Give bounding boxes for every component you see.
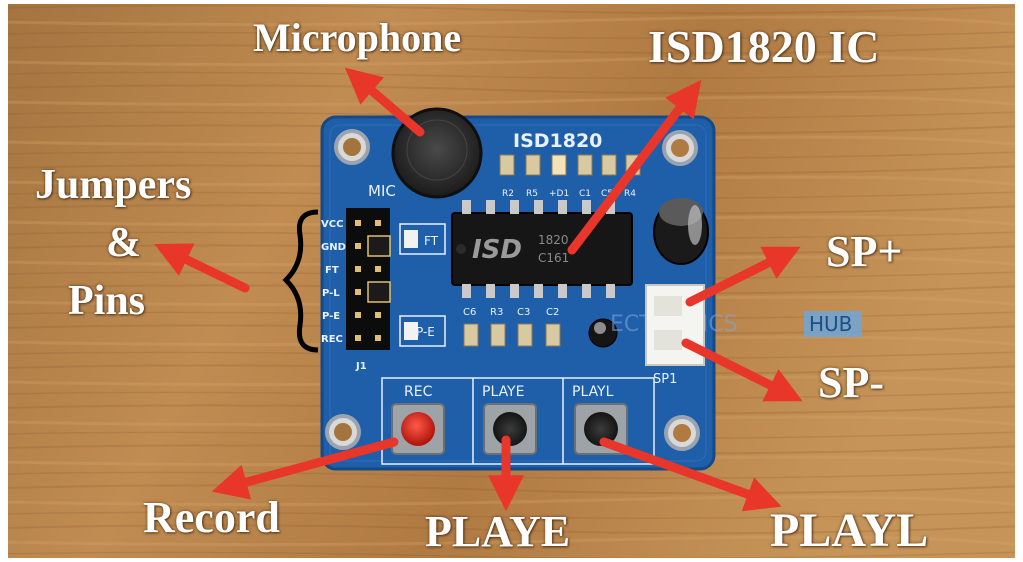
rec-button-cap — [401, 412, 435, 446]
isd1820-ic-label: ISD1820 IC — [648, 21, 880, 72]
svg-text:C6: C6 — [463, 307, 476, 318]
svg-text:C161: C161 — [538, 251, 569, 265]
playe-label: PLAYE — [425, 507, 571, 556]
svg-text:REC: REC — [321, 334, 343, 345]
svg-text:C5: C5 — [601, 189, 613, 199]
svg-text:+D1: +D1 — [549, 189, 569, 199]
svg-text:SP1: SP1 — [653, 372, 677, 387]
svg-text:P-E: P-E — [416, 325, 435, 339]
svg-text:HUB: HUB — [809, 312, 852, 336]
record-label: Record — [143, 493, 280, 542]
svg-text:R5: R5 — [526, 189, 538, 199]
sp-plus-label: SP+ — [826, 227, 903, 276]
svg-text:P-E: P-E — [322, 311, 340, 322]
svg-text:ISD1820: ISD1820 — [513, 130, 602, 152]
annotation-arrows — [154, 67, 803, 512]
svg-text:R3: R3 — [490, 307, 503, 318]
pin-header — [346, 208, 390, 350]
svg-text:P-L: P-L — [322, 288, 340, 299]
jumpers-label: Jumpers — [35, 162, 192, 208]
microphone-label: Microphone — [253, 15, 462, 60]
bracket — [282, 209, 319, 353]
svg-text:1820: 1820 — [538, 233, 569, 247]
svg-text:C2: C2 — [546, 307, 559, 318]
svg-text:VCC: VCC — [321, 219, 343, 230]
svg-text:FT: FT — [424, 234, 439, 248]
playl-label: PLAYL — [770, 504, 929, 557]
svg-text:PLAYL: PLAYL — [572, 384, 614, 400]
svg-text:MIC: MIC — [368, 182, 396, 200]
svg-text:ISD: ISD — [472, 235, 522, 265]
pins-label: Pins — [68, 278, 146, 324]
svg-text:PLAYE: PLAYE — [482, 384, 524, 400]
svg-text:GND: GND — [321, 242, 346, 253]
svg-text:R4: R4 — [624, 189, 636, 199]
svg-text:J1: J1 — [355, 361, 367, 372]
ampersand-label: & — [106, 220, 141, 266]
svg-text:C3: C3 — [517, 307, 530, 318]
svg-text:C1: C1 — [579, 189, 591, 199]
playe-button-cap — [493, 412, 527, 446]
svg-text:R2: R2 — [502, 189, 514, 199]
svg-text:FT: FT — [325, 265, 339, 276]
svg-text:REC: REC — [404, 384, 433, 400]
playl-button-cap — [584, 412, 618, 446]
sp-minus-label: SP- — [818, 358, 884, 407]
